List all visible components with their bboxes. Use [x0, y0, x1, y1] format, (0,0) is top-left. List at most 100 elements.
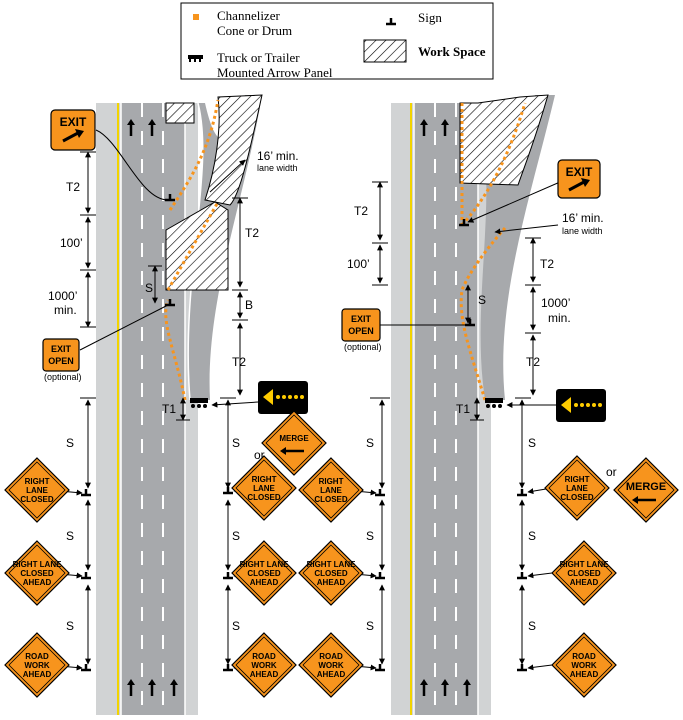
- svg-text:AHEAD: AHEAD: [317, 670, 346, 679]
- label-min: min.: [54, 303, 77, 317]
- label-s: S: [366, 436, 374, 450]
- right-lane-closed-sign: RIGHT LANE CLOSED: [544, 455, 610, 521]
- svg-text:WORK: WORK: [571, 661, 597, 670]
- left-diagram: T2 100’ 1000’ min. S 16’ min. lane width…: [4, 94, 327, 715]
- svg-text:CLOSED: CLOSED: [20, 569, 54, 578]
- label-t2: T2: [245, 226, 259, 240]
- label-lane-16: 16’ min.: [562, 211, 604, 225]
- svg-text:AHEAD: AHEAD: [570, 670, 599, 679]
- svg-text:OPEN: OPEN: [348, 326, 374, 336]
- svg-text:CLOSED: CLOSED: [20, 495, 54, 504]
- left-work-space-top: [165, 102, 195, 124]
- label-s: S: [232, 619, 240, 633]
- svg-text:AHEAD: AHEAD: [250, 578, 279, 587]
- svg-text:EXIT: EXIT: [60, 115, 87, 129]
- svg-text:LANE: LANE: [26, 486, 48, 495]
- arrow-board-sign: [258, 381, 308, 414]
- svg-text:CLOSED: CLOSED: [560, 493, 594, 502]
- label-s: S: [232, 529, 240, 543]
- label-lane-width: lane width: [257, 163, 298, 173]
- label-s: S: [145, 281, 153, 295]
- svg-text:CLOSED: CLOSED: [247, 569, 281, 578]
- label-1000: 1000’: [541, 296, 570, 310]
- label-b: B: [245, 298, 253, 312]
- label-s: S: [66, 619, 74, 633]
- road-work-ahead-sign: ROAD WORK AHEAD: [298, 632, 364, 698]
- legend-arrow-panel-2: Mounted Arrow Panel: [217, 65, 333, 80]
- label-100: 100’: [347, 257, 370, 271]
- label-s: S: [528, 529, 536, 543]
- label-optional: (optional): [44, 372, 82, 382]
- label-or: or: [254, 448, 265, 462]
- exit-sign: EXIT: [50, 109, 96, 151]
- label-1000: 1000’: [48, 289, 77, 303]
- right-lane-closed-sign: RIGHT LANE CLOSED: [298, 457, 364, 523]
- right-lane-closed-ahead-sign: RIGHT LANE CLOSED AHEAD: [231, 540, 297, 606]
- arrow-panel-icon: [188, 55, 203, 62]
- right-lane-closed-ahead-sign: RIGHT LANE CLOSED AHEAD: [551, 540, 617, 606]
- right-lane-closed-ahead-sign: RIGHT LANE CLOSED AHEAD: [298, 540, 364, 606]
- road-work-ahead-sign: ROAD WORK AHEAD: [4, 632, 70, 698]
- svg-text:RIGHT: RIGHT: [252, 475, 277, 484]
- label-t2: T2: [354, 204, 368, 218]
- label-t2: T2: [526, 355, 540, 369]
- legend-arrow-panel: Truck or Trailer: [217, 50, 300, 65]
- arrow-board-sign: [556, 389, 606, 422]
- legend-channelizer: Channelizer: [217, 8, 280, 23]
- legend-work-space: Work Space: [418, 44, 486, 59]
- svg-text:AHEAD: AHEAD: [23, 670, 52, 679]
- right-lane-closed-sign: RIGHT LANE CLOSED: [4, 457, 70, 523]
- svg-text:MERGE: MERGE: [279, 434, 309, 443]
- right-channelizers: [459, 102, 527, 401]
- svg-text:RIGHT LANE: RIGHT LANE: [307, 560, 357, 569]
- label-or: or: [606, 465, 617, 479]
- right-lane-closed-sign: RIGHT LANE CLOSED: [231, 455, 297, 521]
- label-t1: T1: [456, 402, 470, 416]
- road-work-ahead-sign: ROAD WORK AHEAD: [231, 632, 297, 698]
- merge-sign: MERGE: [261, 410, 327, 476]
- label-t2: T2: [232, 355, 246, 369]
- right-work-space: [459, 94, 549, 186]
- svg-text:RIGHT LANE: RIGHT LANE: [13, 560, 63, 569]
- label-t2: T2: [540, 257, 554, 271]
- svg-text:RIGHT: RIGHT: [565, 475, 590, 484]
- exit-open-sign: EXIT OPEN: [42, 338, 80, 372]
- svg-text:RIGHT LANE: RIGHT LANE: [560, 560, 610, 569]
- svg-text:AHEAD: AHEAD: [570, 578, 599, 587]
- svg-text:LANE: LANE: [253, 484, 275, 493]
- svg-text:ROAD: ROAD: [252, 652, 276, 661]
- legend: Channelizer Cone or Drum Sign Truck or T…: [180, 2, 494, 80]
- svg-text:RIGHT LANE: RIGHT LANE: [240, 560, 290, 569]
- svg-text:EXIT: EXIT: [51, 344, 72, 354]
- label-t2: T2: [66, 180, 80, 194]
- svg-text:WORK: WORK: [24, 661, 50, 670]
- svg-text:RIGHT: RIGHT: [319, 477, 344, 486]
- svg-text:AHEAD: AHEAD: [23, 578, 52, 587]
- label-s: S: [528, 436, 536, 450]
- svg-text:ROAD: ROAD: [25, 652, 49, 661]
- legend-channelizer-2: Cone or Drum: [217, 23, 292, 38]
- label-s: S: [232, 436, 240, 450]
- svg-text:WORK: WORK: [318, 661, 344, 670]
- svg-text:OPEN: OPEN: [48, 356, 74, 366]
- exit-open-sign: EXIT OPEN: [341, 308, 381, 342]
- svg-text:CLOSED: CLOSED: [314, 495, 348, 504]
- label-s: S: [66, 529, 74, 543]
- svg-text:CLOSED: CLOSED: [314, 569, 348, 578]
- label-lane-width: lane width: [562, 226, 603, 236]
- right-diagram: T2 100’ S 16’ min. lane width T2 1000’ m…: [298, 94, 679, 715]
- work-space-icon: [363, 39, 407, 63]
- left-work-space-ramp: [204, 94, 263, 206]
- label-s: S: [66, 436, 74, 450]
- svg-text:EXIT: EXIT: [351, 314, 372, 324]
- svg-text:EXIT: EXIT: [566, 165, 593, 179]
- left-channelizers: [164, 99, 220, 401]
- svg-text:AHEAD: AHEAD: [317, 578, 346, 587]
- road-work-ahead-sign: ROAD WORK AHEAD: [551, 632, 617, 698]
- svg-text:LANE: LANE: [566, 484, 588, 493]
- label-lane-16: 16’ min.: [257, 149, 299, 163]
- channelizer-icon: [193, 14, 199, 20]
- svg-text:AHEAD: AHEAD: [250, 670, 279, 679]
- label-s: S: [366, 619, 374, 633]
